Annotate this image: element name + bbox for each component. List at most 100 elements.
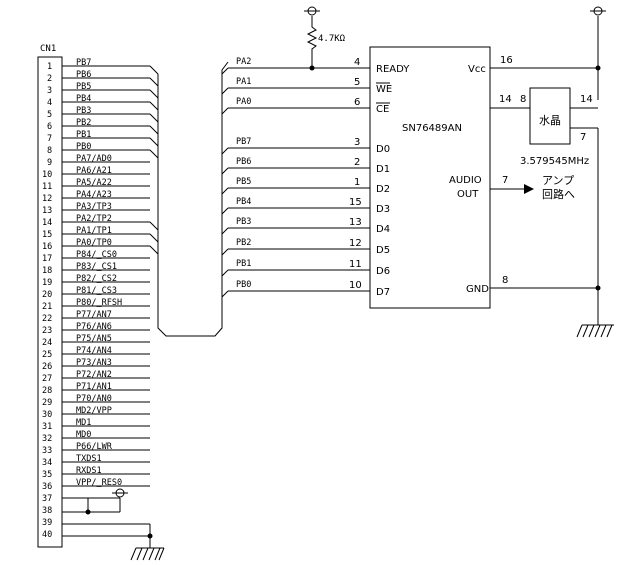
connector-pin-label: PB3 [76, 106, 91, 116]
connector-pin-label: P71/AN1 [76, 382, 112, 392]
connector-pin-number: 35 [42, 470, 52, 480]
connector-pin-label: PA3/TP3 [76, 202, 112, 212]
ground-icon [130, 547, 165, 561]
bus-entry [149, 101, 159, 111]
connector-pin-label: PB7 [76, 58, 91, 68]
bus-entry [149, 137, 159, 147]
connector-pin-label: PA6/A21 [76, 166, 112, 176]
connector-pin-number: 21 [42, 302, 52, 312]
connector-pin-number: 20 [42, 290, 52, 300]
chip-pin-name: D4 [376, 224, 390, 235]
connector-pin-label: PB5 [76, 82, 91, 92]
bus-entry [221, 269, 229, 277]
connector-pin-label: PA2/TP2 [76, 214, 112, 224]
connector-pin-number: 39 [42, 518, 52, 528]
connector-pin-number: 1 [47, 62, 52, 72]
bus-entry [221, 67, 229, 75]
connector-pin-label: P72/AN2 [76, 370, 112, 380]
connector-pin-number: 9 [47, 158, 52, 168]
chip-pin-number: 13 [349, 217, 362, 228]
crystal-pin-right: 14 [580, 94, 593, 105]
connector-pin-label: MD1 [76, 418, 91, 428]
connector-pin-label: RXDS1 [76, 466, 102, 476]
connector-pin-label: MD2/VPP [76, 406, 112, 416]
bus-entry [221, 248, 229, 256]
audio-out-label: OUT [457, 189, 479, 200]
connector-pin-label: P77/AN7 [76, 310, 112, 320]
connector-pin-number: 37 [42, 494, 52, 504]
connector-pin-number: 33 [42, 446, 52, 456]
connector-pin-label: P83/_CS1 [76, 262, 117, 272]
connector-pin-label: P70/AN0 [76, 394, 112, 404]
vcc-pin-number: 16 [500, 55, 513, 66]
connector-pin-label: P81/_CS3 [76, 286, 117, 296]
chip-net-label: PA2 [236, 57, 251, 67]
connector-pin-label: PA4/A23 [76, 190, 112, 200]
connector-pin-number: 29 [42, 398, 52, 408]
bus-entry [149, 233, 159, 243]
connector-pin-label: P75/AN5 [76, 334, 112, 344]
connector-pin-number: 30 [42, 410, 52, 420]
connector-pin-number: 36 [42, 482, 52, 492]
connector-pin-number: 22 [42, 314, 52, 324]
connector-pin-label: PB1 [76, 130, 91, 140]
chip-pin-name: D6 [376, 266, 390, 277]
connector-pin-number: 5 [47, 110, 52, 120]
bus-entry [221, 227, 229, 235]
chip-net-label: PA1 [236, 77, 251, 87]
connector-pin-number: 18 [42, 266, 52, 276]
connector-pin-number: 8 [47, 146, 52, 156]
chip-pin-name: CE [376, 104, 389, 115]
chip-pin-number: 5 [354, 77, 360, 88]
connector-pin-number: 16 [42, 242, 52, 252]
connector-pin-number: 27 [42, 374, 52, 384]
chip-net-label: PB4 [236, 197, 251, 207]
connector-pin-number: 10 [42, 170, 52, 180]
chip-net-label: PB3 [236, 217, 251, 227]
connector-pin-label: P84/_CS0 [76, 250, 117, 260]
connector-pin-number: 7 [47, 134, 52, 144]
chip-pin-name: WE [376, 84, 392, 95]
connector-pin-label: P74/AN4 [76, 346, 112, 356]
bus-entry [221, 167, 229, 175]
bus-entry [149, 125, 159, 135]
connector-pin-number: 2 [47, 74, 52, 84]
bus-trunk [157, 61, 229, 337]
bus-entry [149, 149, 159, 159]
connector-pin-number: 26 [42, 362, 52, 372]
bus-entry [149, 77, 159, 87]
chip-pin-number: 1 [354, 177, 360, 188]
bus-entry [221, 187, 229, 195]
resistor-symbol [306, 16, 318, 68]
crystal-pin-bottom: 7 [580, 132, 586, 143]
chip-net-label: PB0 [236, 280, 251, 290]
connector-pin-label: P80/_RFSH [76, 298, 122, 308]
bus-entry [149, 245, 159, 255]
connector-pin-label: P82/_CS2 [76, 274, 117, 284]
connector-pin-label: PA7/AD0 [76, 154, 112, 164]
chip-pin-number: 12 [349, 238, 362, 249]
connector-pin-label: PA5/A22 [76, 178, 112, 188]
connector-pin-label: TXDS1 [76, 454, 102, 464]
bus-entry [221, 87, 229, 95]
chip-net-label: PB2 [236, 238, 251, 248]
chip-pin-name: D2 [376, 184, 390, 195]
connector-pin-number: 4 [47, 98, 52, 108]
bus-entry [221, 107, 229, 115]
connector-pin-number: 38 [42, 506, 52, 516]
connector-pin-number: 23 [42, 326, 52, 336]
bus-entry [221, 147, 229, 155]
chip-pin-number: 2 [354, 157, 360, 168]
chip-pin-name: D1 [376, 164, 390, 175]
connector-pin-number: 11 [42, 182, 52, 192]
connector-pin-number: 40 [42, 530, 52, 540]
connector-pin-number: 17 [42, 254, 52, 264]
connector-pin-label: MD0 [76, 430, 91, 440]
connector-pin-label: P76/AN6 [76, 322, 112, 332]
resistor-value: 4.7KΩ [318, 34, 346, 44]
chip-pin-number: 6 [354, 97, 360, 108]
crystal-pin-left: 8 [520, 94, 526, 105]
vcc-pin-name: Vcc [468, 64, 486, 75]
connector-body [37, 56, 63, 548]
